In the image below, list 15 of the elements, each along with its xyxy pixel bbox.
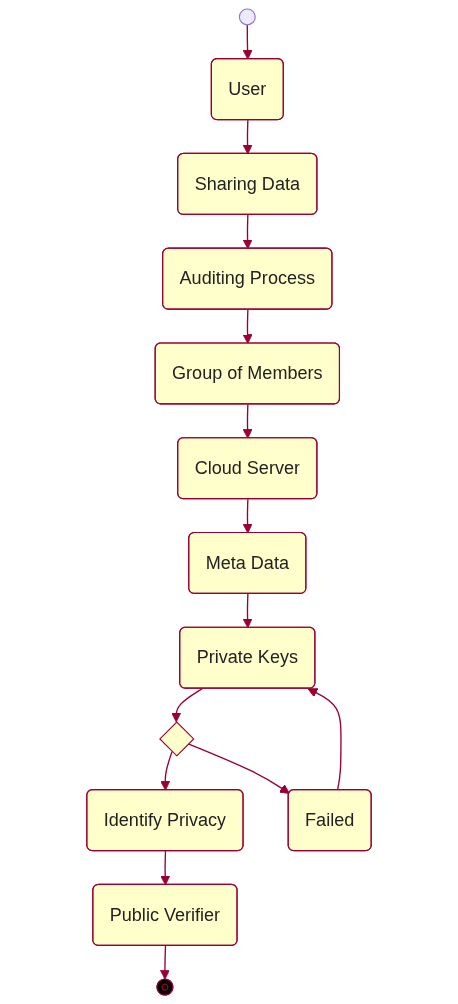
arrow bbox=[160, 750, 173, 791]
arrow bbox=[242, 403, 253, 439]
arrow bbox=[160, 850, 171, 886]
node-diamond bbox=[159, 721, 195, 757]
arrow bbox=[242, 119, 253, 155]
node-circle bbox=[238, 8, 256, 26]
arrow bbox=[171, 688, 203, 723]
arrow bbox=[242, 498, 253, 534]
arrow bbox=[307, 688, 342, 791]
arrow bbox=[242, 309, 253, 344]
arrow bbox=[242, 593, 253, 629]
arrow bbox=[242, 24, 253, 60]
arrow bbox=[242, 214, 253, 250]
arrow bbox=[187, 743, 290, 794]
arrow bbox=[159, 945, 170, 980]
